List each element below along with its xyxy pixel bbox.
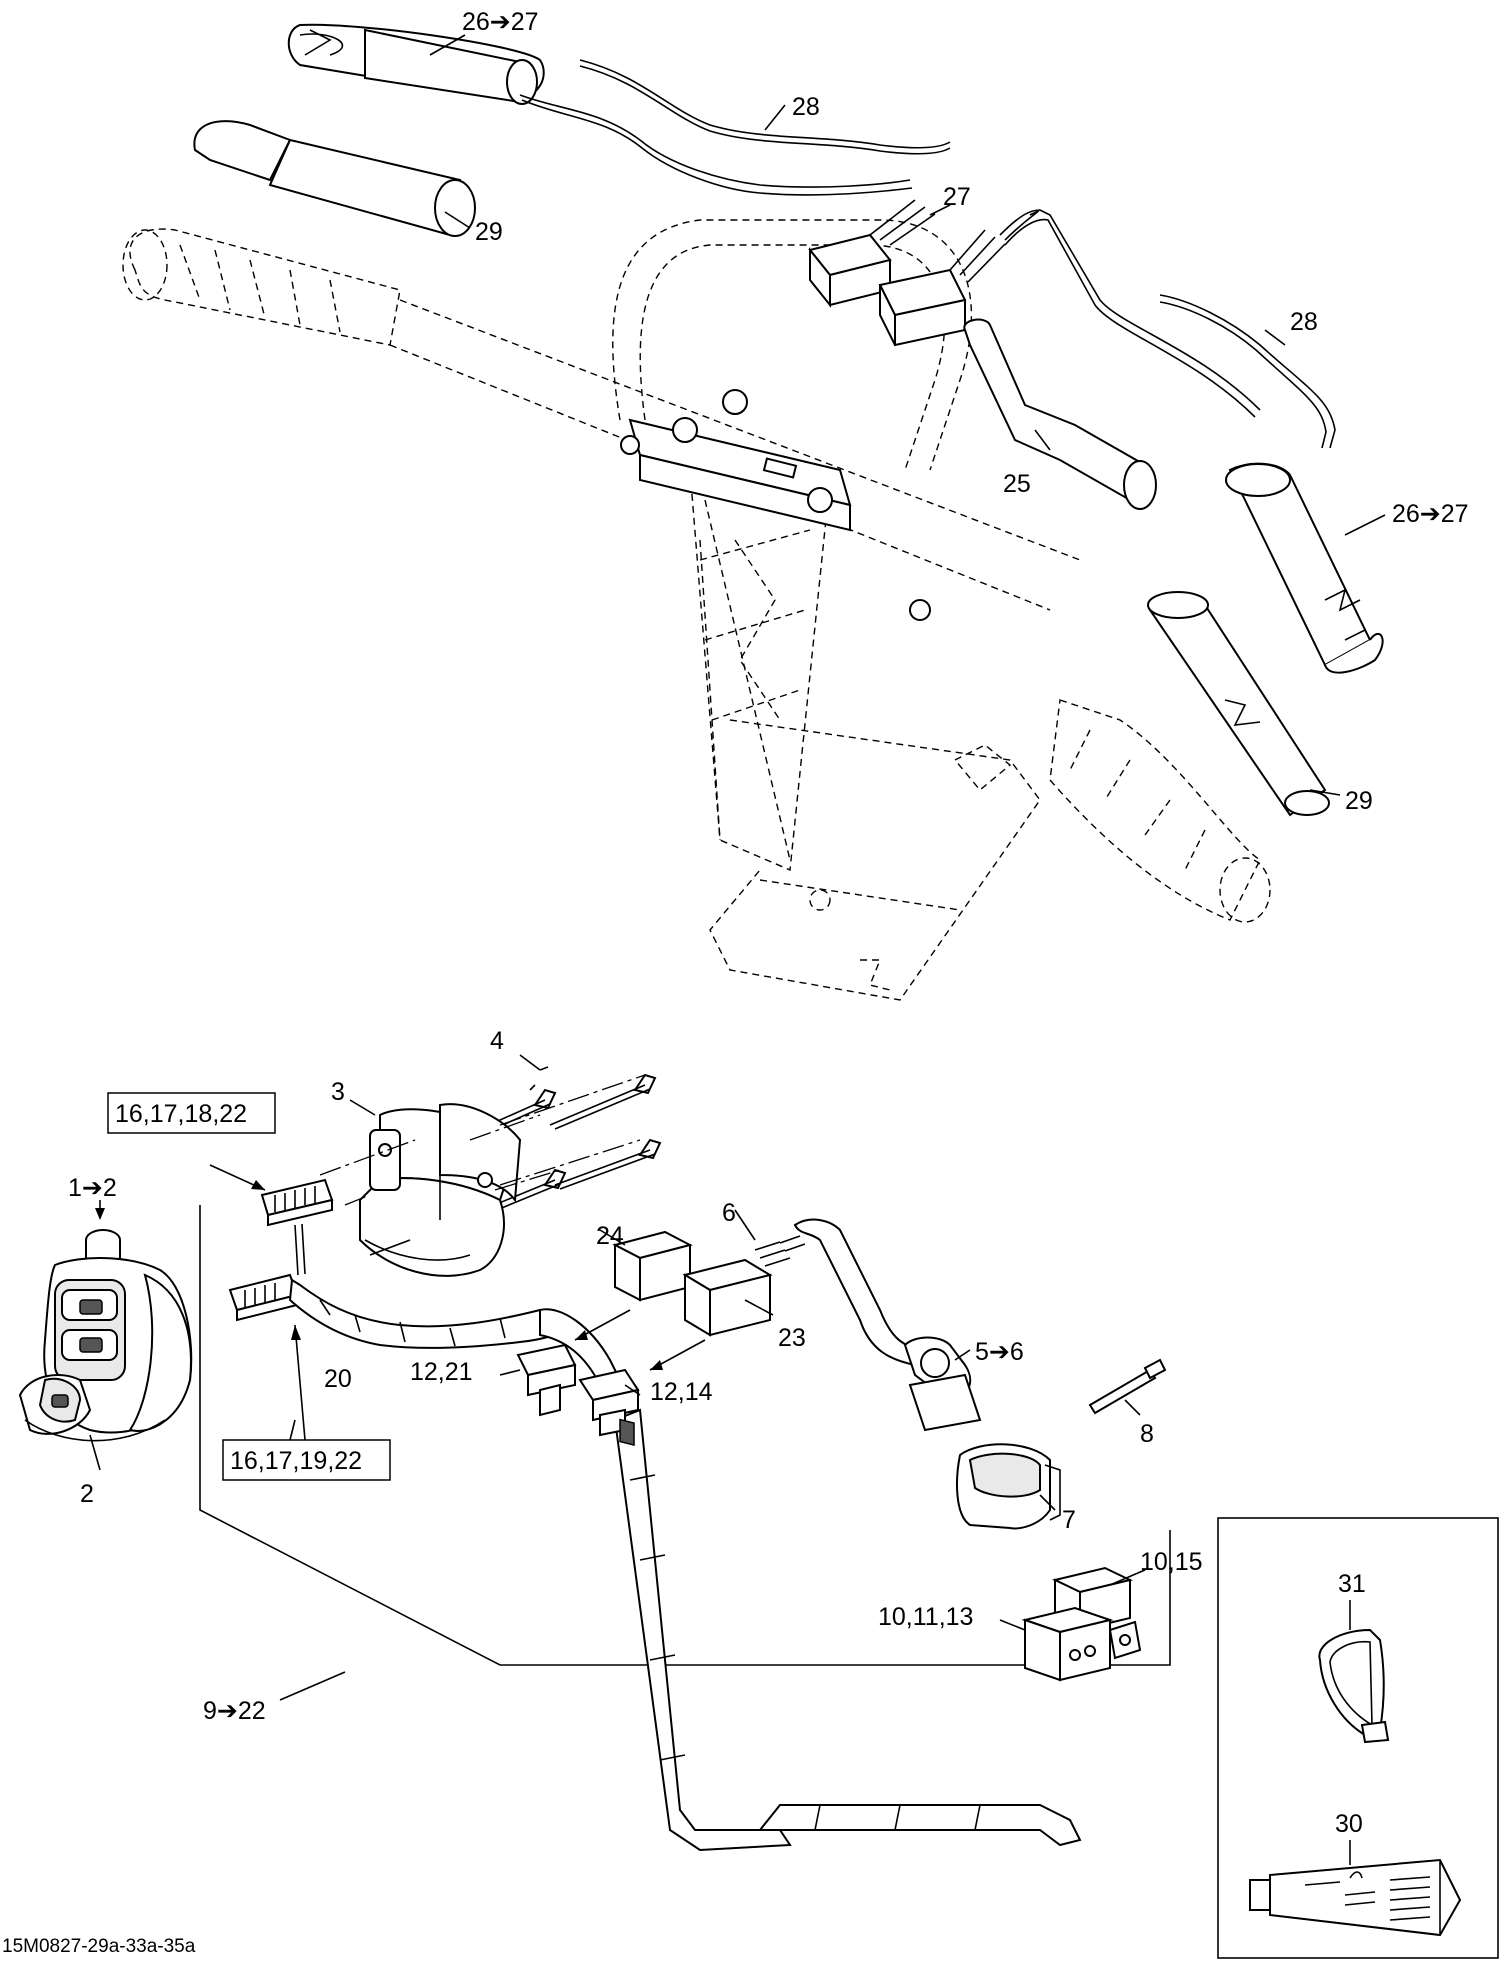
- label-31: 31: [1338, 1570, 1366, 1598]
- connector-16-bottom: [228, 1273, 299, 1322]
- sensor-harness-5: [793, 1218, 982, 1432]
- label-26-27-top: 26➔27: [462, 8, 539, 36]
- label-28-right: 28: [1290, 308, 1318, 336]
- label-30: 30: [1335, 1810, 1363, 1838]
- label-10-15: 10,15: [1140, 1548, 1203, 1576]
- handlebar-clamp: [620, 389, 931, 841]
- connectors-10: [1021, 1566, 1142, 1682]
- heated-grip-element-right: [1225, 462, 1384, 674]
- leader-lines: [89, 34, 1386, 1865]
- handlebar-tube-25: [963, 318, 1157, 510]
- steering-column-phantom: [612, 219, 1041, 1001]
- label-box-16-17-19-22: [222, 1439, 391, 1481]
- connector-12-14: [578, 1368, 640, 1437]
- pin-8: [1088, 1358, 1167, 1415]
- heating-wire-right: [1159, 294, 1336, 449]
- handlebar-right-grip: [1049, 699, 1271, 923]
- label-box-16-17-18-22: [107, 1092, 276, 1134]
- label-2: 2: [80, 1480, 94, 1508]
- label-28-top: 28: [792, 93, 820, 121]
- label-23: 23: [778, 1324, 806, 1352]
- switch-housing-3: [359, 1103, 522, 1277]
- accessory-box: [1217, 1517, 1499, 1959]
- label-5-6: 5➔6: [975, 1338, 1024, 1366]
- drawing-code: 15M0827-29a-33a-35a: [2, 1936, 196, 1957]
- connector-27: [808, 199, 1261, 418]
- label-3: 3: [331, 1078, 345, 1106]
- cover-7: [956, 1443, 1061, 1530]
- grip-sleeve-right: [1147, 591, 1330, 817]
- heated-grip-element-top: [287, 23, 913, 196]
- heating-wire-top: [579, 59, 951, 155]
- label-1-2: 1➔2: [68, 1174, 117, 1202]
- switch-assembly-1: [18, 1229, 193, 1442]
- label-12-14: 12,14: [650, 1378, 713, 1406]
- label-16-17-19-22: 16,17,19,22: [230, 1447, 362, 1475]
- connector-23: [682, 1258, 773, 1337]
- label-10-11-13: 10,11,13: [878, 1603, 973, 1631]
- grip-sleeve-top: [193, 120, 476, 237]
- assembly-arrows: [95, 1164, 706, 1441]
- alignment-lines: [319, 1074, 646, 1206]
- label-4: 4: [490, 1027, 504, 1055]
- label-26-27-right: 26➔27: [1392, 500, 1469, 528]
- harness-bracket: [199, 1205, 1171, 1666]
- part-labels: 26➔27 28 29 27 28 25 26➔27 29 4 3 16,17,…: [2, 8, 1469, 1957]
- label-8: 8: [1140, 1420, 1154, 1448]
- terminals-6: [754, 1235, 806, 1267]
- connector-12-21: [516, 1343, 577, 1417]
- label-20: 20: [324, 1365, 352, 1393]
- label-9-22: 9➔22: [203, 1697, 266, 1725]
- cable-tie-31: [1318, 1628, 1390, 1744]
- label-25: 25: [1003, 470, 1031, 498]
- grease-tube-30: [1249, 1858, 1462, 1937]
- label-6: 6: [722, 1199, 736, 1227]
- handlebar-left-grip: [122, 228, 1081, 611]
- label-27: 27: [943, 183, 971, 211]
- label-29-right: 29: [1345, 787, 1373, 815]
- label-7: 7: [1062, 1506, 1076, 1534]
- label-12-21: 12,21: [410, 1358, 473, 1386]
- connector-16-top: [260, 1178, 334, 1276]
- label-29-top: 29: [475, 218, 503, 246]
- connector-24: [612, 1230, 693, 1447]
- label-24: 24: [596, 1222, 624, 1250]
- label-16-17-18-22: 16,17,18,22: [115, 1100, 247, 1128]
